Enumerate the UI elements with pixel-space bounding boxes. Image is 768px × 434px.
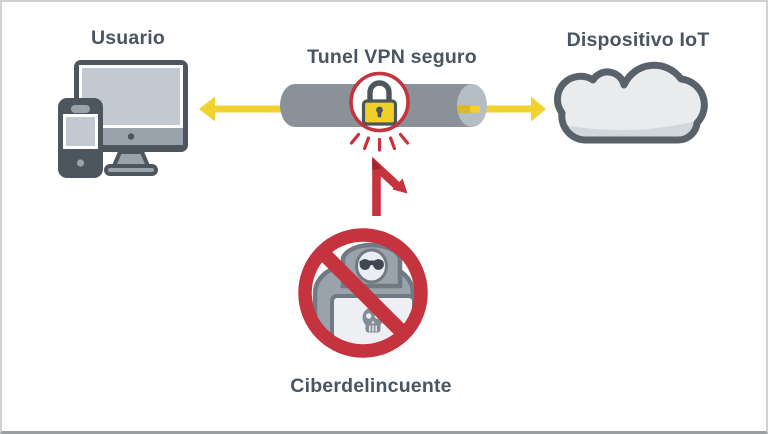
yellow-arrow-left [199,96,286,122]
monitor-icon [74,60,188,176]
smartphone-icon [58,98,103,178]
red-deflected-arrow [372,156,408,216]
attacker-label: Ciberdelincuente [290,375,452,397]
desktop-and-phone-icon [58,60,188,178]
prohibition-ring [298,228,428,358]
iot-device-label: Dispositivo IoT [566,29,710,51]
padlock-badge-icon [349,71,410,152]
blocked-hacker-icon [298,228,428,358]
padlock-shackle [367,80,392,103]
sunglasses-icon [359,259,384,270]
prohibition-slash [318,248,408,338]
tunnel-label: Tunel VPN seguro [307,46,477,68]
hacker-face [355,248,388,284]
alert-rays [349,132,410,152]
user-label: Usuario [90,27,165,49]
cloud-icon [553,61,708,144]
